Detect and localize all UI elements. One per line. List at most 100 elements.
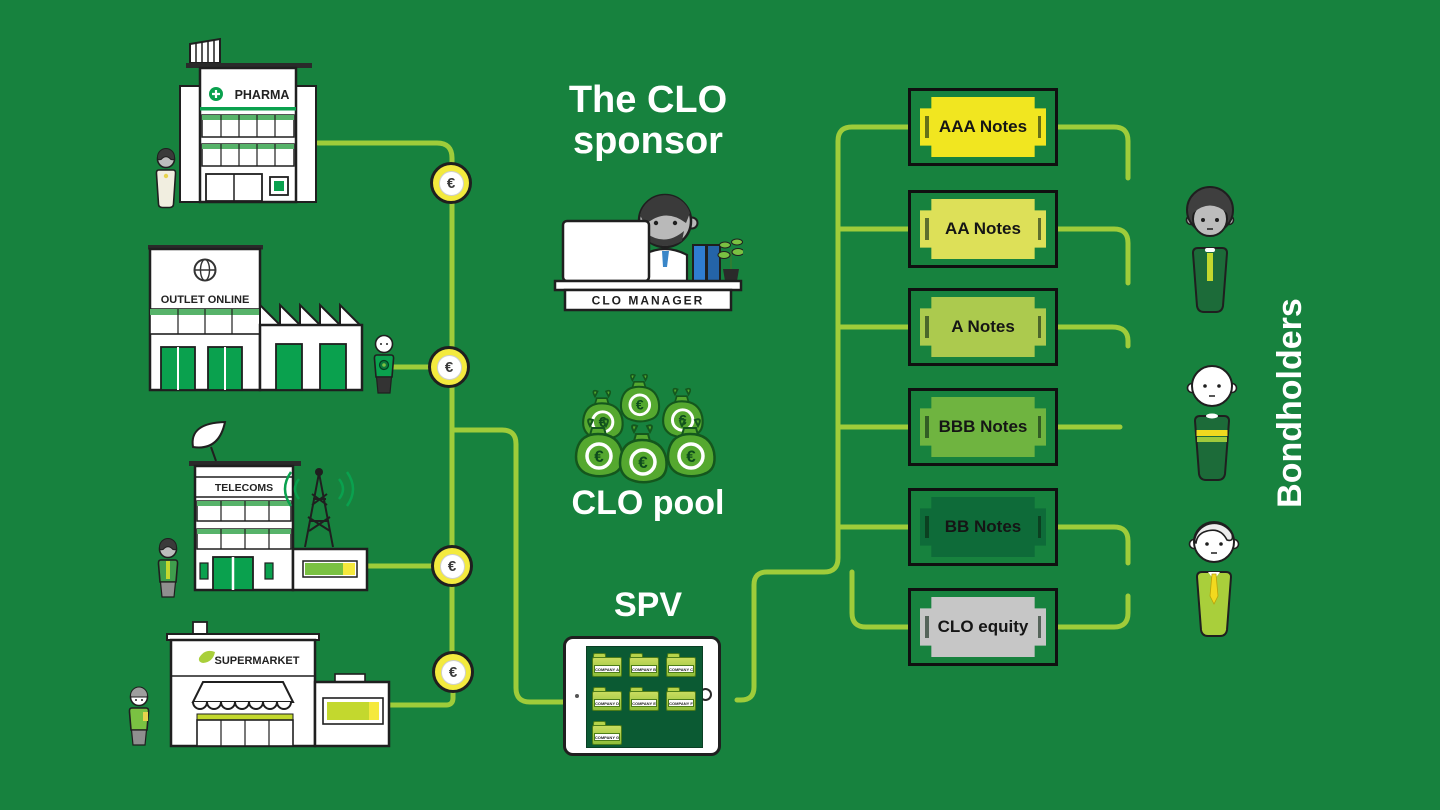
outlet-owner-figure	[367, 332, 401, 396]
ticket-shape: BBB Notes	[920, 397, 1046, 457]
bondholder-figure-3	[1186, 512, 1242, 638]
leaf-icon	[198, 650, 215, 663]
globe-icon	[193, 258, 217, 282]
ticket-dash	[1037, 516, 1041, 538]
monitor-icon	[561, 219, 651, 283]
stub-aa-to-bondholders	[1055, 226, 1131, 286]
supermarket-label: SUPERMARKET	[215, 655, 300, 667]
line-bus-to-equity	[849, 569, 911, 630]
outlet-label: OUTLET ONLINE	[161, 294, 250, 306]
pharma-label: PHARMA	[235, 88, 290, 102]
ticket-shape: BB Notes	[920, 497, 1046, 557]
ticket-shape: CLO equity	[920, 597, 1046, 657]
pharma-building: PHARMA	[172, 36, 324, 204]
telecoms-owner-figure	[151, 536, 185, 600]
line-borrowers-main	[315, 140, 455, 675]
bondholder-figure-2	[1184, 358, 1240, 484]
telecoms-building: TELECOMS	[185, 415, 370, 595]
folder-icon: COMPANY D	[592, 687, 622, 712]
tranche-label: BBB Notes	[938, 417, 1028, 436]
folder-label: COMPANY G	[594, 733, 620, 741]
tranche-label: A Notes	[951, 317, 1015, 336]
folder-label: COMPANY F	[668, 699, 694, 707]
tranche-label: CLO equity	[937, 617, 1029, 636]
clo-pool-money-bags: €	[570, 372, 725, 485]
pharma-owner-figure	[149, 146, 183, 210]
euro-symbol: €	[439, 553, 465, 579]
desk-top	[553, 279, 743, 292]
outlet-online-building: OUTLET ONLINE	[148, 242, 366, 392]
stub-equity-to-bondholders	[1055, 593, 1131, 630]
satellite-dish-icon	[191, 420, 227, 462]
supermarket-building: SUPERMARKET	[165, 620, 393, 750]
bondholder-figure-1	[1182, 186, 1238, 316]
tranche-box-clo-equity: CLO equity	[908, 588, 1058, 666]
ticket-dash	[1037, 416, 1041, 438]
ticket-shape: A Notes	[920, 297, 1046, 357]
euro-coin-icon: €	[428, 346, 470, 388]
clo-sponsor-title: The CLO sponsor	[498, 80, 798, 162]
euro-coin-icon: €	[430, 162, 472, 204]
tranche-box-bbb-notes: BBB Notes	[908, 388, 1058, 466]
folder-label: COMPANY D	[594, 699, 620, 707]
tranche-box-bb-notes: BB Notes	[908, 488, 1058, 566]
roof-bar	[189, 461, 301, 466]
tablet-screen: COMPANY A COMPANY B COMPANY C COMPANY D …	[586, 646, 703, 748]
folder-icon: COMPANY B	[629, 653, 659, 678]
roof-bar	[186, 63, 312, 68]
desk-front-panel	[563, 288, 733, 312]
roof-bar	[148, 245, 263, 250]
folder-label: COMPANY B	[631, 665, 657, 673]
clo-sponsor-title-line2: sponsor	[573, 120, 723, 162]
ticket-dash	[1037, 616, 1041, 638]
bondholders-title: Bondholders	[1270, 298, 1309, 508]
transmission-tower-icon	[283, 468, 355, 548]
folder-icon: COMPANY E	[629, 687, 659, 712]
clo-pool-title: CLO pool	[571, 484, 725, 522]
signal-waves-icon	[337, 471, 355, 507]
signal-waves-icon	[283, 471, 301, 507]
folder-label: COMPANY A	[594, 665, 620, 673]
euro-coin-icon: €	[431, 545, 473, 587]
folder-icon: COMPANY F	[666, 687, 696, 712]
necktie	[1209, 573, 1219, 605]
spv-tablet: COMPANY A COMPANY B COMPANY C COMPANY D …	[563, 636, 721, 756]
tranche-label: AAA Notes	[938, 117, 1028, 136]
tranche-label: BB Notes	[944, 517, 1022, 536]
clo-manager-desk-label: CLO MANAGER	[592, 294, 705, 308]
factory-sawtooth-roof	[259, 302, 363, 328]
ticket-dash	[925, 316, 929, 338]
awning	[191, 681, 295, 710]
roof-vent	[189, 37, 221, 64]
book-icon	[692, 244, 707, 282]
telecoms-label: TELECOMS	[215, 482, 273, 494]
tablet-camera-icon	[575, 694, 579, 698]
stub-a-to-bondholders	[1055, 324, 1131, 349]
book-icon	[706, 244, 721, 282]
line-supermarket-to-coin	[385, 669, 456, 708]
ticket-dash	[1037, 116, 1041, 138]
ticket-shape: AA Notes	[920, 199, 1046, 259]
folder-icon: COMPANY C	[666, 653, 696, 678]
clo-sponsor-title-line1: The CLO	[568, 79, 728, 121]
euro-symbol: €	[440, 659, 466, 685]
ticket-dash	[925, 616, 929, 638]
manager-tie	[662, 251, 669, 267]
euro-symbol: €	[438, 170, 464, 196]
euro-symbol: €	[436, 354, 462, 380]
ticket-dash	[1037, 218, 1041, 240]
euro-coin-icon: €	[432, 651, 474, 693]
folder-label: COMPANY C	[668, 665, 694, 673]
supermarket-owner-figure	[122, 684, 156, 748]
ticket-dash	[1037, 316, 1041, 338]
ticket-dash	[925, 218, 929, 240]
stub-aaa-to-bondholders	[1055, 124, 1131, 181]
tranche-box-aaa-notes: AAA Notes	[908, 88, 1058, 166]
clo-manager-illustration: CLO MANAGER	[553, 183, 745, 313]
tranche-box-aa-notes: AA Notes	[908, 190, 1058, 268]
line-loans-to-spv	[449, 427, 569, 705]
folder-icon: COMPANY G	[592, 721, 622, 746]
tranche-box-a-notes: A Notes	[908, 288, 1058, 366]
